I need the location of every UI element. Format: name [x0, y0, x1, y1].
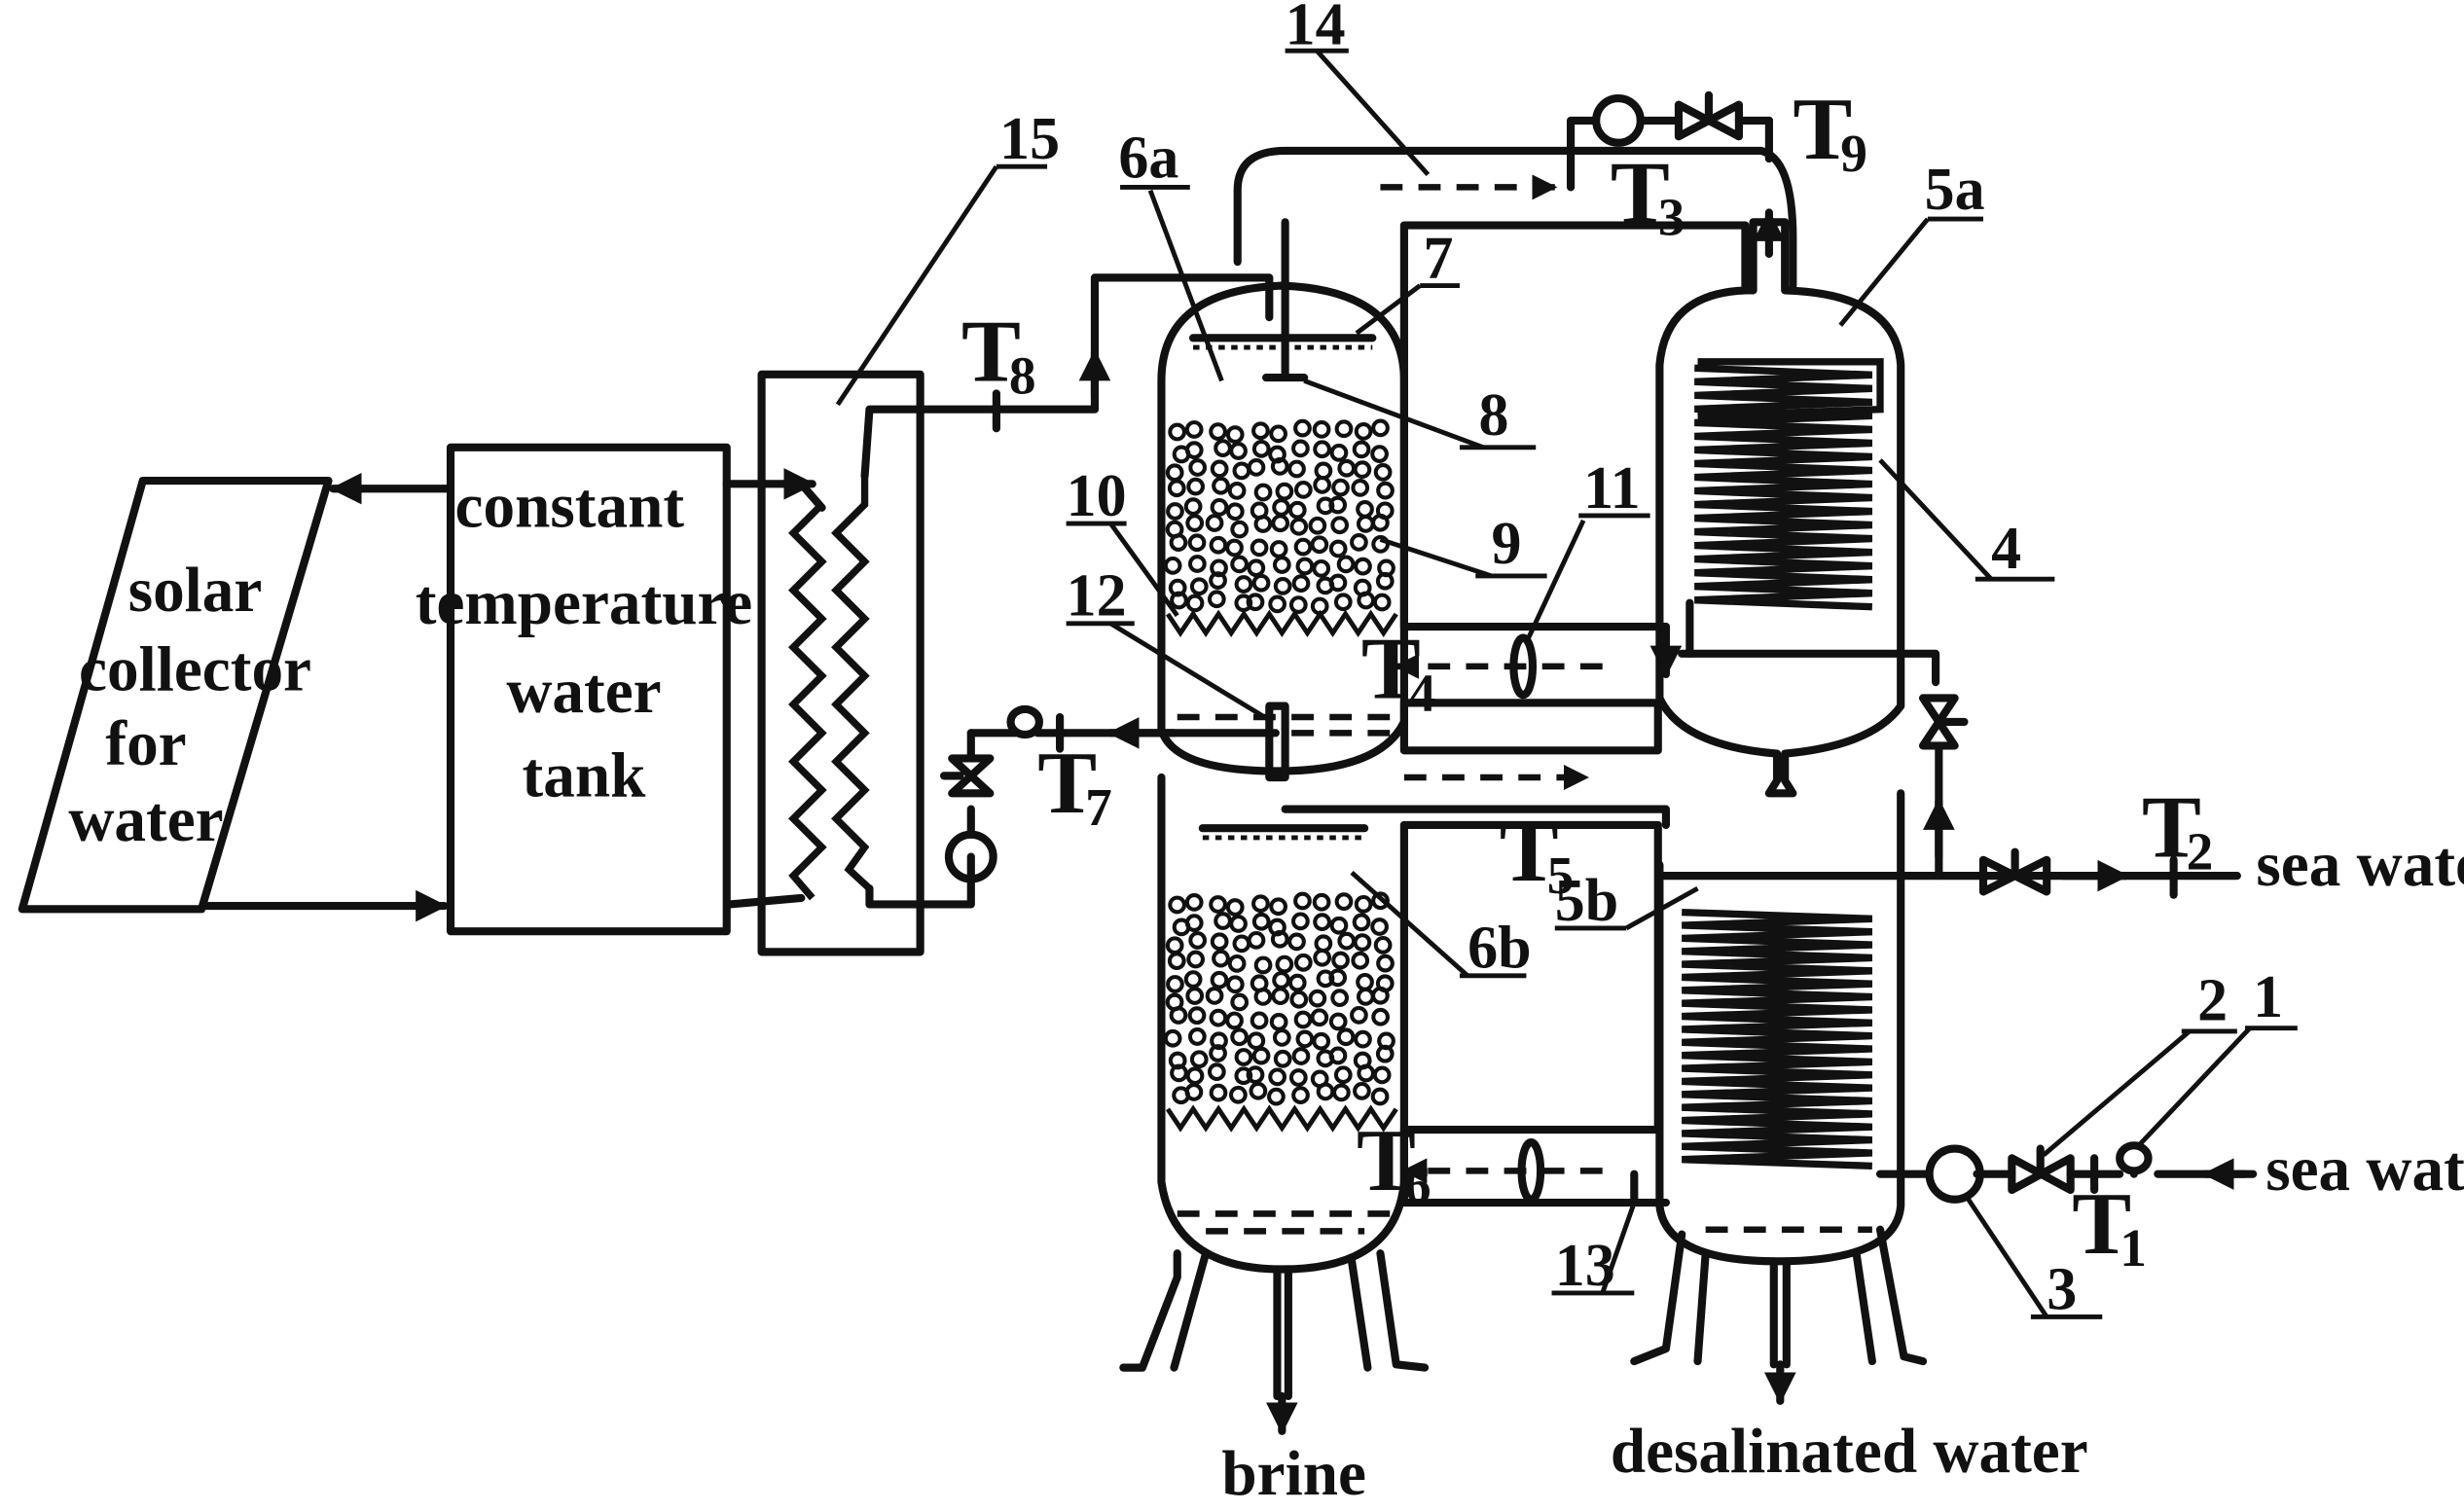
t6-label: T	[1357, 1111, 1416, 1209]
t7-label: T	[1037, 734, 1097, 832]
solar-collector-label-2: collector	[79, 634, 311, 704]
t1-sub: 1	[2120, 1218, 2147, 1278]
sea-water-in-label: sea water	[2265, 1134, 2464, 1205]
t7-sub: 7	[1085, 777, 1112, 837]
t3-sub: 3	[1658, 187, 1685, 246]
t2-label: T	[2142, 778, 2201, 877]
valve-11	[1509, 633, 1538, 700]
label-6b: 6b	[1468, 916, 1531, 982]
pump-3	[1925, 1144, 1984, 1204]
tank-label-3: water	[506, 657, 661, 727]
constant-temperature-water-tank: constant temperature water tank	[416, 443, 752, 936]
t3-label: T	[1611, 143, 1670, 241]
label-5a: 5a	[1925, 157, 1985, 223]
brine-label: brine	[1221, 1439, 1366, 1509]
right-column	[1630, 218, 1940, 1405]
t6-sub: 6	[1404, 1155, 1431, 1214]
t9-sub: 9	[1840, 124, 1867, 183]
t1-label: T	[2072, 1174, 2131, 1273]
sea-water-out-label: sea water	[2256, 830, 2464, 900]
t7-loop: T 7	[940, 704, 1280, 883]
pump-top	[1592, 94, 1645, 147]
solar-collector-label-4: water	[68, 785, 223, 855]
valve-2	[2008, 1154, 2075, 1195]
packing-bed-bottom	[1163, 891, 1395, 1106]
label-4: 4	[1991, 516, 2021, 582]
valve-riser	[1918, 694, 1959, 750]
label-7: 7	[1423, 225, 1453, 291]
packing-bed-top	[1163, 418, 1395, 616]
valve-t2	[1978, 855, 2051, 896]
t5-label: T	[1500, 802, 1559, 900]
t2-sub: 2	[2187, 822, 2214, 882]
solar-collector-label-1: solar	[128, 556, 263, 626]
label-10: 10	[1067, 463, 1127, 529]
t8-label: T	[961, 302, 1021, 400]
left-column	[1119, 218, 1430, 1435]
t5-sub: 5	[1547, 846, 1575, 905]
label-5b: 5b	[1555, 868, 1618, 934]
label-12: 12	[1067, 563, 1127, 630]
sea-water-outlet-t2: T 2 sea water	[1655, 694, 2464, 900]
t4-label: T	[1361, 619, 1421, 717]
label-3: 3	[2047, 1256, 2077, 1322]
label-13: 13	[1555, 1233, 1615, 1299]
label-15: 15	[999, 106, 1060, 172]
label-1: 1	[2253, 964, 2283, 1030]
solar-collector: solar collector for water	[18, 477, 333, 914]
label-8: 8	[1479, 382, 1509, 449]
valve-lower	[1517, 1137, 1545, 1204]
desalinated-water-label: desalinated water	[1611, 1417, 2088, 1487]
label-6a: 6a	[1118, 126, 1178, 192]
t4-sub: 4	[1409, 664, 1436, 723]
valve-t7	[948, 754, 995, 798]
valve-top	[1674, 100, 1743, 141]
temperature-sensor-t8: T 8	[961, 302, 1036, 433]
sea-water-inlet-t1: T 1 sea water	[1875, 1134, 2464, 1278]
top-line-t9: T 9	[1567, 80, 1867, 258]
t8-sub: 8	[1009, 345, 1036, 405]
tank-label-2: temperature	[416, 568, 752, 638]
label-11: 11	[1583, 455, 1641, 522]
label-9: 9	[1492, 511, 1522, 577]
t9-label: T	[1793, 80, 1852, 178]
solar-collector-label-3: for	[105, 709, 186, 779]
tank-label-1: constant	[455, 471, 685, 541]
tank-label-4: tank	[523, 741, 647, 811]
collector-tank-pipes	[199, 472, 453, 922]
callouts: 15 6a 14 7 8 9 10 11 12 6b	[835, 0, 2298, 1322]
support-grid-bottom	[1165, 1104, 1398, 1133]
label-2: 2	[2197, 967, 2228, 1033]
support-grid-10	[1165, 609, 1398, 638]
label-14: 14	[1286, 0, 1346, 58]
